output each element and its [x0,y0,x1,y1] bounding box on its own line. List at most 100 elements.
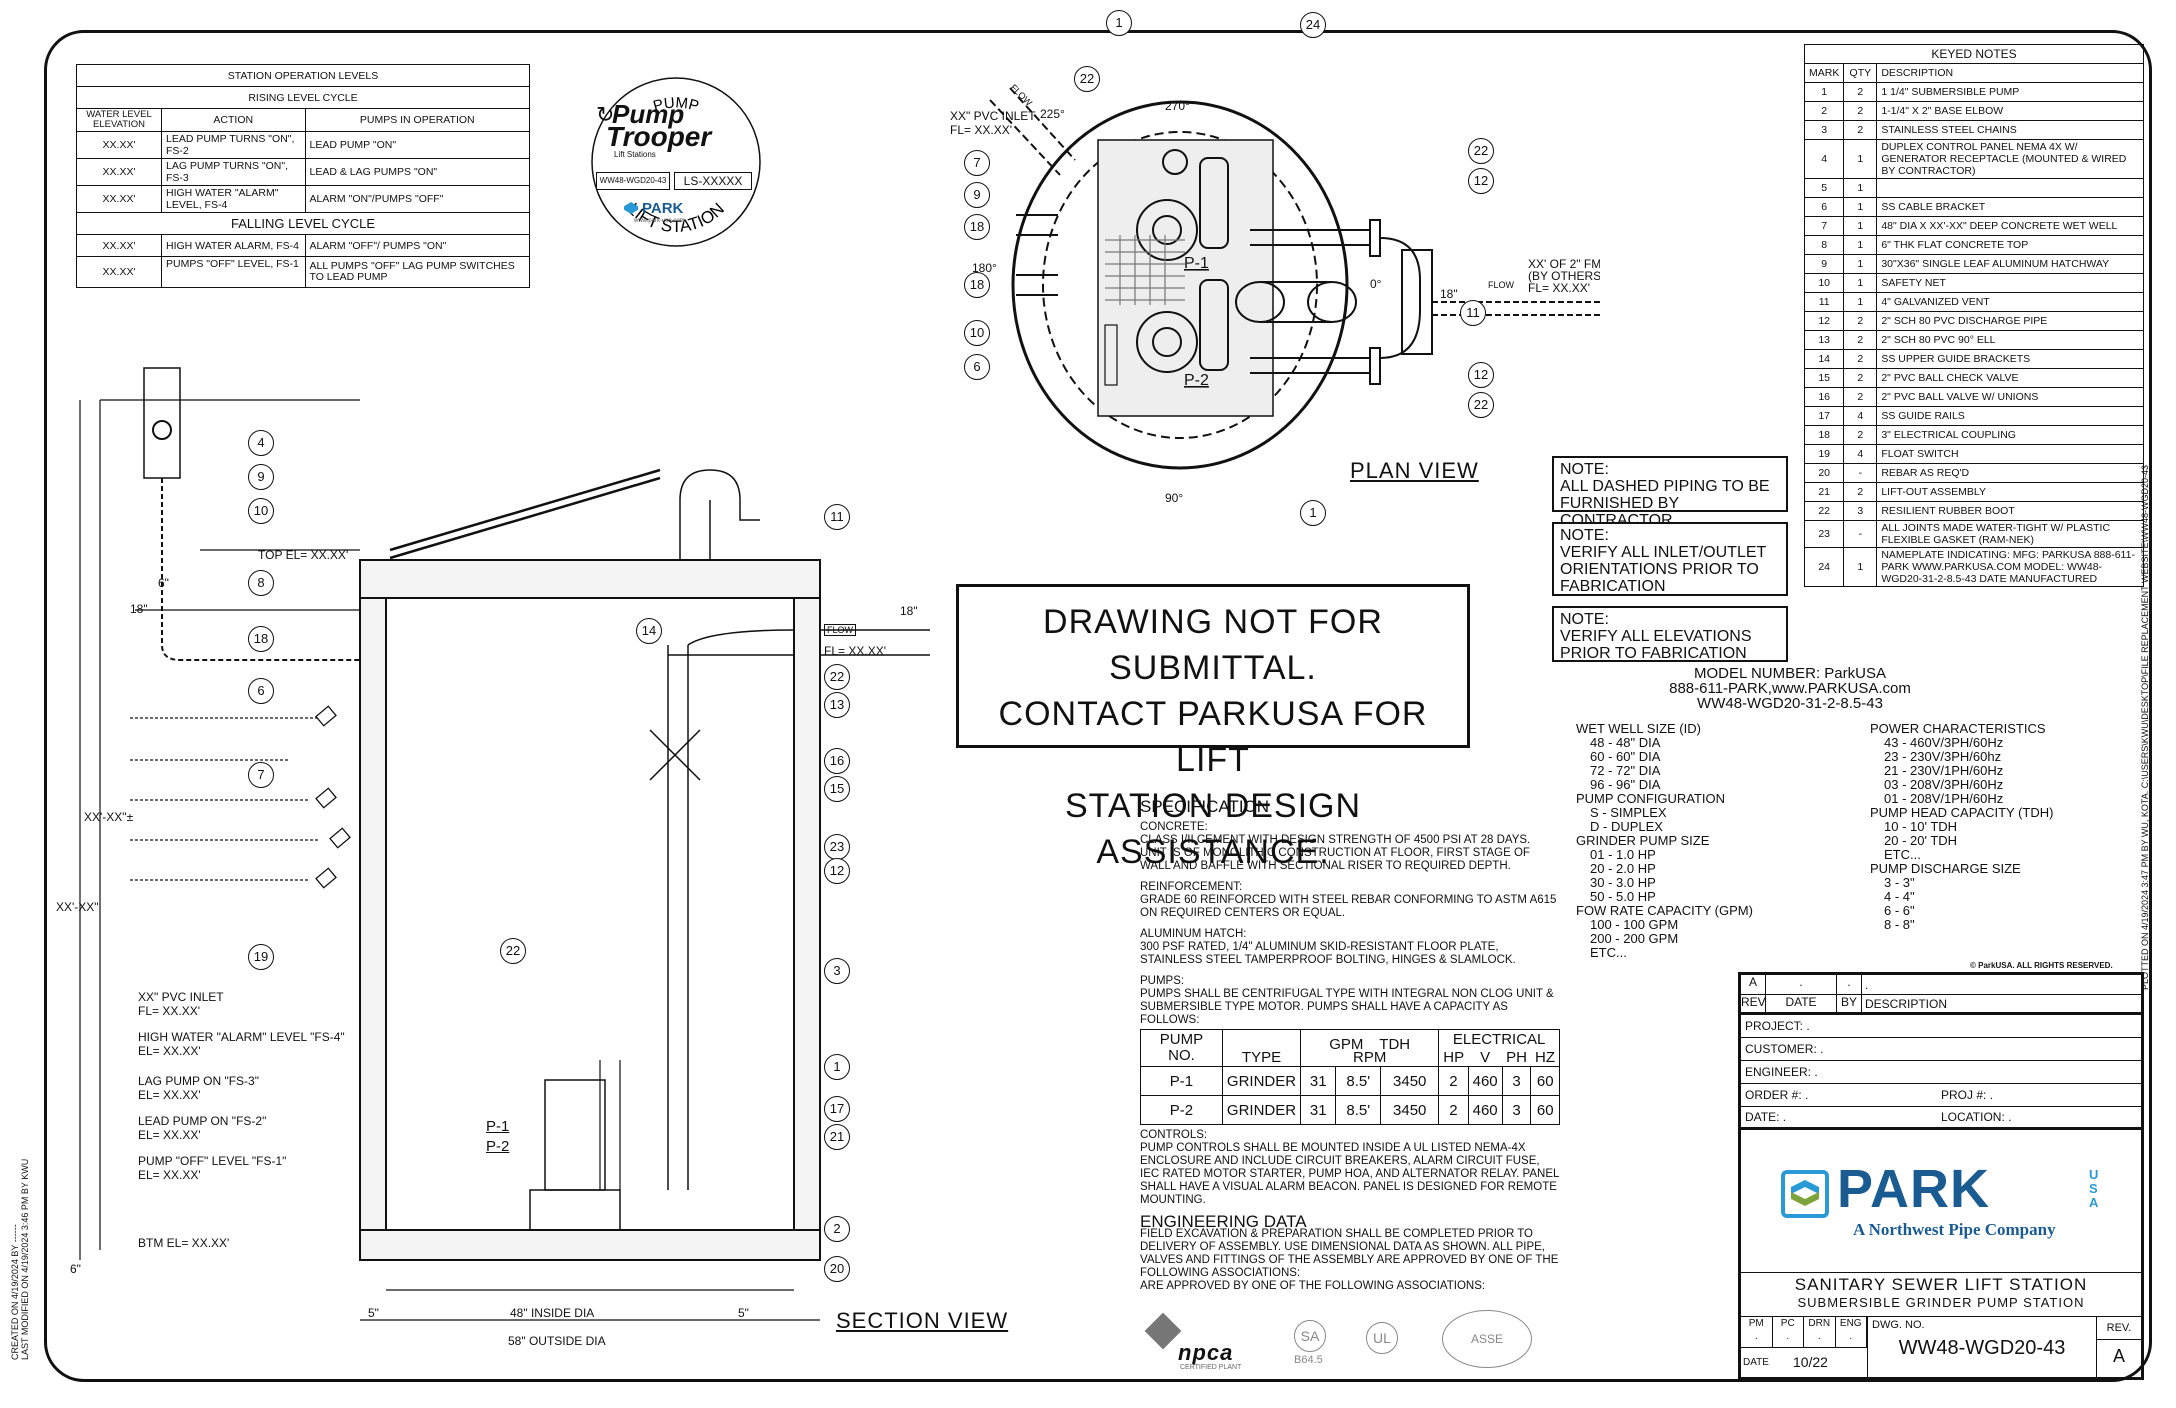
section-callout-12: 12 [824,858,850,884]
qty-cell: 4 [1843,406,1878,426]
model-group-option: 100 - 100 GPM [1590,917,1679,932]
control-panel [143,367,181,479]
section-p1-label: P-1 [486,1118,510,1135]
mark-cell: 2 [1803,101,1845,121]
description-cell: 6" THK FLAT CONCRETE TOP [1876,235,2144,255]
level-inlet: XX" PVC INLET [138,990,224,1004]
description-cell: 4" GALVANIZED VENT [1876,292,2144,312]
mark-cell: 23 [1803,520,1845,548]
plan-callout-7: 7 [964,150,990,176]
npca-logo: npca [1178,1340,1234,1365]
dim-depth-2: XX'-XX" [56,900,99,914]
note-verify-orientation: NOTE: VERIFY ALL INLET/OUTLET ORIENTATIO… [1552,522,1788,596]
mark-cell: 12 [1803,311,1845,331]
model-group-option: 01 - 1.0 HP [1590,847,1656,862]
model-group-option: 200 - 200 GPM [1590,931,1679,946]
pumps-cell: ALARM "OFF"/ PUMPS "ON" [304,234,530,257]
action-cell: HIGH WATER ALARM, FS-4 [161,234,306,257]
pump-cell: P-1 [1140,1066,1223,1096]
section-callout-2: 2 [824,1216,850,1242]
pump-cell: 31 [1300,1095,1337,1125]
revision-headers: REV DATE BY DESCRIPTION [1741,995,2141,1015]
level-inlet-el: FL= XX.XX' [138,1004,200,1018]
park-hex-icon [624,202,638,214]
association-logos: npca CERTIFIED PLANT SA B64.5 UL ASSE [1144,1310,1550,1380]
elevation-cell: XX.XX' [76,256,162,288]
dimension-lines [79,399,360,1260]
wet-well-inner-wall [1042,131,1318,439]
pump-table: PUMP No. TYPE GPM TDH RPM ELECTRICAL HP … [1140,1029,1560,1125]
plan-callout-1: 1 [1106,10,1132,36]
description-cell: LIFT-OUT ASSEMBLY [1876,482,2144,502]
qty-cell: 2 [1843,82,1878,102]
plan-p2-label: P-2 [1184,372,1209,389]
note-title: NOTE: [1560,527,1609,544]
header-pumps: PUMPS IN OPERATION [304,108,530,132]
engineering-data-text: FIELD EXCAVATION & PREPARATION SHALL BE … [1140,1228,1559,1279]
dim-inside-dia: 48" INSIDE DIA [510,1306,595,1320]
qty-cell: 2 [1843,120,1878,140]
rising-cycle-title: RISING LEVEL CYCLE [76,86,530,109]
plan-callout-12b: 12 [1468,362,1494,388]
mark-cell: 13 [1803,330,1845,350]
section-callout-13: 13 [824,692,850,718]
model-group-title: POWER CHARACTERISTICS [1870,721,2046,736]
section-callout-6: 6 [248,678,274,704]
description-cell: STAINLESS STEEL CHAINS [1876,120,2144,140]
park-tagline: A Northwest Pipe Company [1853,1220,2056,1239]
drawing-title: SANITARY SEWER LIFT STATION [1794,1275,2088,1294]
dim-riser: 18" [130,602,148,616]
model-group-option: 72 - 72" DIA [1590,763,1661,778]
dia-dimension [360,1289,820,1321]
note-line: ALL DASHED PIPING TO BE [1560,478,1770,495]
spec-sections: CONCRETE:CLASS I/II CEMENT WITH DESIGN S… [1140,821,1560,1027]
spec-heading: PUMPS: [1140,975,1185,987]
qty-cell: 2 [1843,368,1878,388]
qty-cell: 1 [1843,235,1878,255]
spec-text: GRADE 60 REINFORCED WITH STEEL REBAR CON… [1140,894,1557,919]
mark-cell: 24 [1803,547,1845,587]
model-code: WW48-WGD20-31-2-8.5-43 [1697,695,1883,712]
mark-cell: 4 [1803,139,1845,179]
section-callout-3: 3 [824,958,850,984]
discharge-pipe [667,645,689,1190]
model-group-option: ETC... [1590,945,1627,960]
project-row: PROJECT: . [1741,1015,2141,1038]
drawing-border [44,30,2152,1382]
pump-cell: 3450 [1380,1066,1440,1096]
model-group-title: GRINDER PUMP SIZE [1576,833,1710,848]
plan-callout-10: 10 [964,320,990,346]
plotted-stamp: PLOTTED ON 4/19/2024 3:47 PM BY Wu, Kota… [2140,465,2150,990]
qty-cell: 2 [1843,349,1878,369]
proj-no-value: . [1989,1088,1994,1102]
base-slab [359,1229,821,1261]
model-group-option: 8 - 8" [1884,917,1915,932]
dim-base: 6" [70,1262,81,1276]
npca-logo-icon [1144,1312,1182,1350]
falling-cycle-title: FALLING LEVEL CYCLE [76,212,530,235]
nameplate: PUMP LIFT STATION Pump ↻ Trooper Lift St… [588,62,764,262]
spec-heading: ALUMINUM HATCH: [1140,928,1247,940]
description-cell: SS CABLE BRACKET [1876,197,2144,217]
swirl-icon: ↻ [596,102,615,127]
warning-line: DRAWING NOT FOR SUBMITTAL. [1043,603,1383,687]
signoff-pm: PM. [1741,1317,1773,1347]
angle-270: 270° [1165,99,1190,113]
model-group-option: 21 - 230V/1PH/60Hz [1884,763,2004,778]
dim-wall-right: 5" [738,1306,749,1320]
mark-cell: 21 [1803,482,1845,502]
date-value: . [1782,1110,1787,1124]
elevation-cell: XX.XX' [76,131,162,159]
pump-2 [1136,311,1198,373]
park-logo-text: PARK [1837,1159,1991,1219]
level-fs3: LAG PUMP ON "FS-3" [138,1074,259,1088]
section-callout-17: 17 [824,1096,850,1122]
description-cell: SS GUIDE RAILS [1876,406,2144,426]
description-cell: 3" ELECTRICAL COUPLING [1876,425,2144,445]
